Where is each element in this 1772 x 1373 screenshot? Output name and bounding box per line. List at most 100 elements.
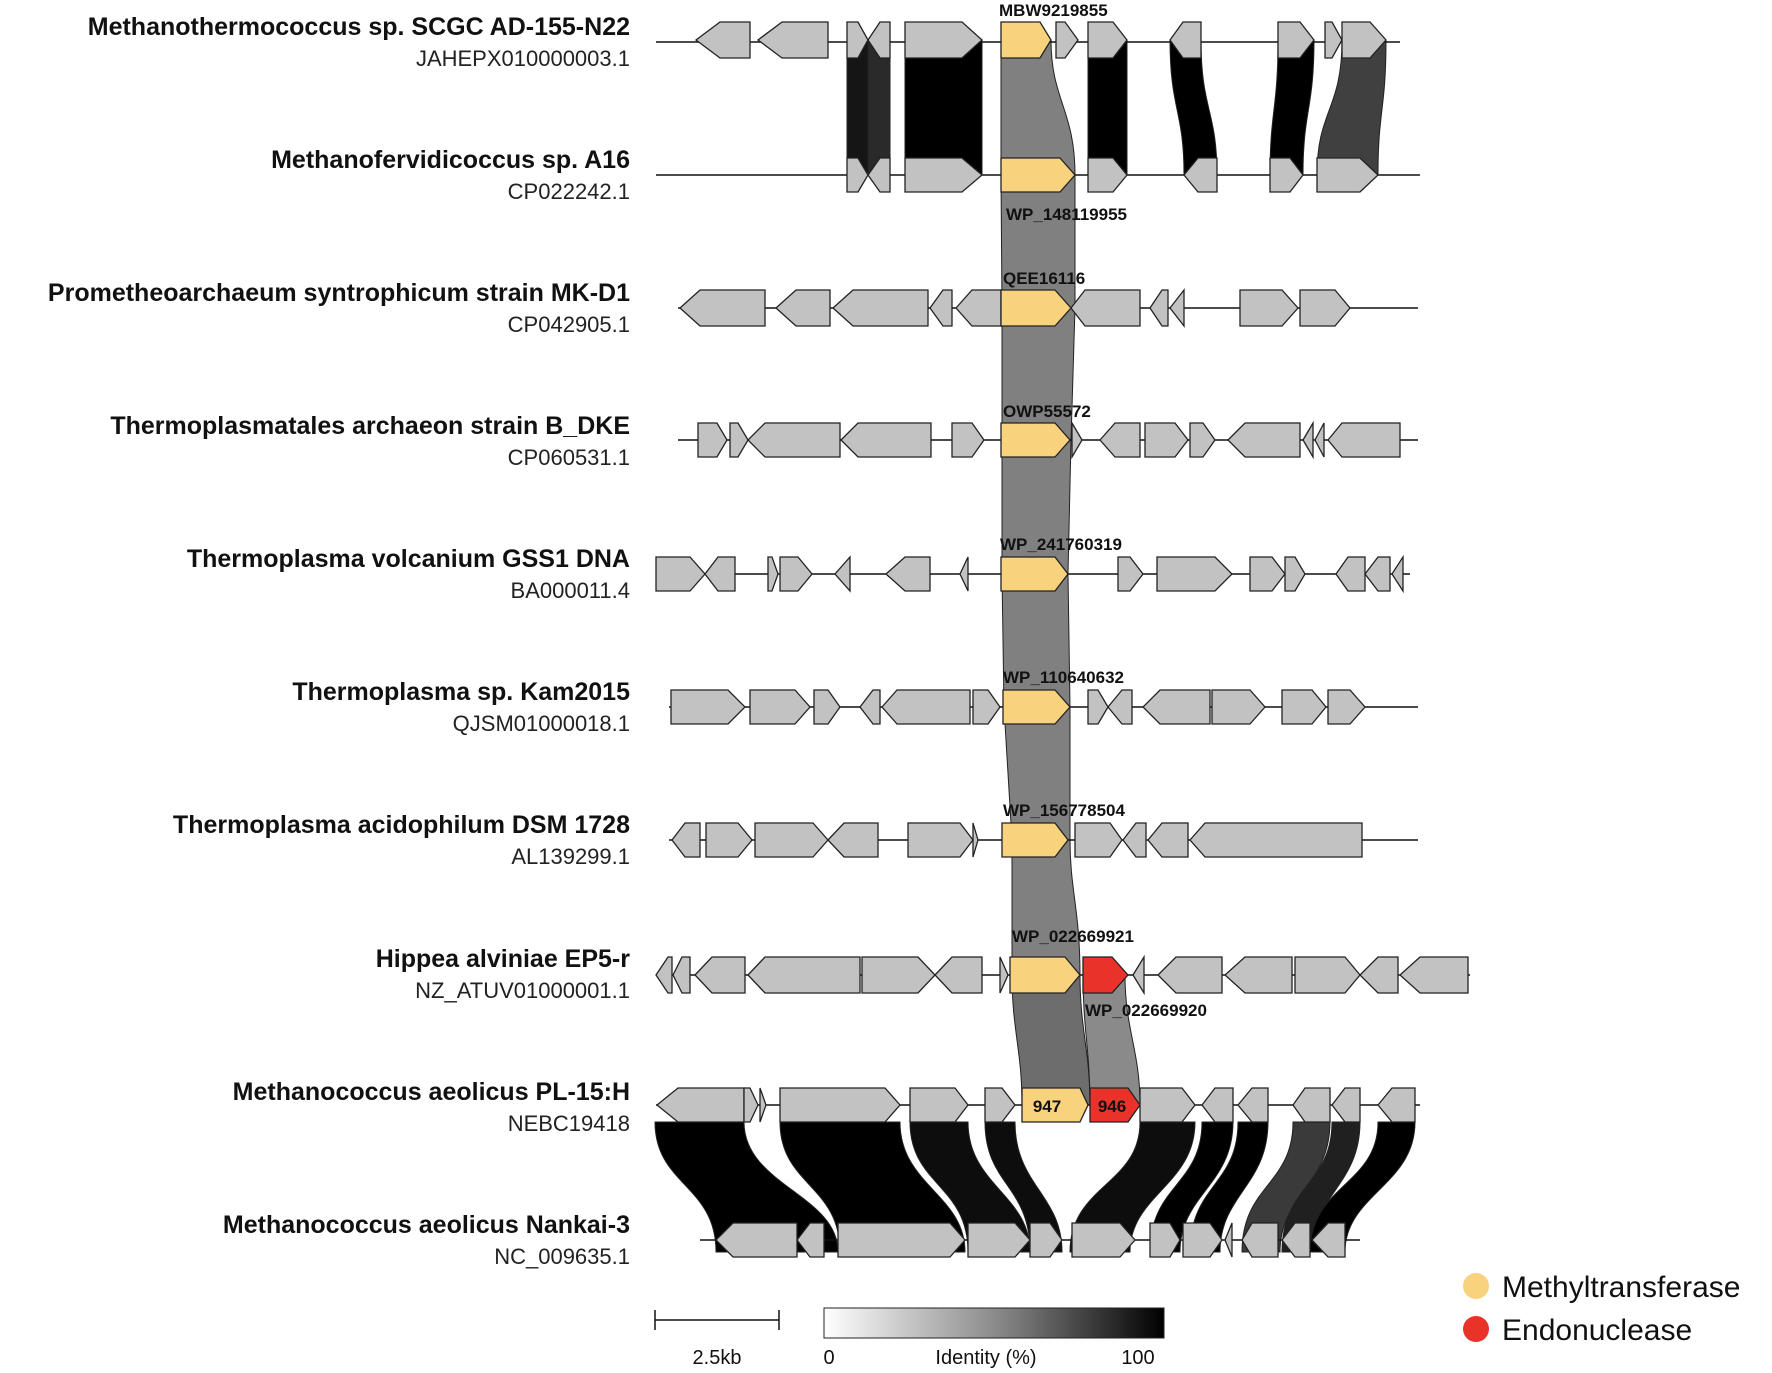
gene-arrow [834, 555, 851, 593]
legend-label-methyltransferase: Methyltransferase [1502, 1271, 1740, 1304]
organism-label: Thermoplasma sp. Kam2015 [292, 678, 630, 706]
gene-arrow [846, 21, 869, 59]
homology-link [846, 39, 869, 176]
gene-arrow [1281, 1222, 1311, 1258]
gene-arrow [859, 689, 881, 725]
gene-arrow [697, 422, 728, 458]
gene-arrow [749, 689, 811, 725]
homology-link [1316, 39, 1387, 176]
gene-arrow [1144, 422, 1189, 458]
gene-arrow [1299, 289, 1351, 327]
gene-arrow [959, 556, 969, 592]
gene-arrow [861, 956, 936, 994]
track-6-genes [670, 689, 1366, 725]
organism-label: Prometheoarchaeum syntrophicum strain MK… [48, 279, 630, 307]
gene-arrow [704, 556, 736, 592]
methyltransferase-gene [1000, 556, 1069, 592]
gene-arrow [1359, 956, 1399, 994]
gene-arrow [1311, 1222, 1346, 1258]
homology-link [1087, 39, 1128, 176]
track-10-genes [715, 1222, 1346, 1258]
gene-arrow [827, 822, 879, 858]
legend: Methyltransferase Endonuclease [1463, 1271, 1740, 1347]
endonuclease-legend-swatch [1463, 1316, 1489, 1342]
endonuclease-gene-946 [1089, 1087, 1141, 1123]
gene-arrow [1169, 21, 1202, 59]
gene-arrow [743, 1087, 759, 1123]
gene-arrow [867, 21, 891, 59]
gene-arrow [1071, 1222, 1136, 1258]
accession-label: CP022242.1 [508, 179, 630, 204]
methyltransferase-legend-swatch [1463, 1273, 1489, 1299]
gene-arrow [929, 289, 953, 327]
accession-label: NC_009635.1 [494, 1244, 630, 1269]
gene-arrow [1302, 420, 1314, 460]
gene-arrow [1087, 689, 1109, 725]
organism-label: Methanofervidicoccus sp. A16 [271, 146, 630, 174]
gene-arrow [1157, 956, 1223, 994]
gene-arrow [1117, 556, 1144, 592]
gene-arrow [1227, 422, 1301, 458]
gene-arrow [655, 956, 673, 994]
organism-label: Methanococcus aeolicus Nankai-3 [223, 1211, 630, 1239]
gene-arrow [705, 822, 753, 858]
gene-arrow [1132, 954, 1145, 996]
gene-arrow [1149, 289, 1169, 327]
methyltransferase-gene-947 [1021, 1087, 1089, 1123]
homology-links [654, 39, 1416, 1253]
gene-label: OWP55572 [1003, 402, 1091, 421]
gene-arrow [1201, 1087, 1234, 1123]
gene-arrow [779, 1087, 901, 1123]
gene-arrow [1055, 21, 1079, 59]
gene-arrow [1292, 1087, 1331, 1123]
gene-inner-label-946: 946 [1098, 1097, 1126, 1116]
gene-arrow [655, 556, 706, 592]
track-1-genes [694, 21, 1387, 59]
gene-arrow [672, 956, 691, 994]
identity-max-label: 100 [1121, 1347, 1154, 1369]
gene-label: WP_110640632 [1003, 668, 1124, 687]
gene-arrow [846, 157, 869, 193]
gene-arrow [1239, 289, 1299, 327]
gene-arrow [1269, 157, 1304, 193]
gene-arrow [1237, 1087, 1269, 1123]
gene-arrow [1139, 1087, 1196, 1123]
identity-title: Identity (%) [935, 1347, 1036, 1369]
track-8-genes [655, 954, 1469, 996]
gene-arrow [1099, 422, 1141, 458]
organism-label: Hippea alviniae EP5-r [376, 945, 631, 973]
methyltransferase-gene [1002, 689, 1071, 725]
methyltransferase-gene [1009, 956, 1081, 994]
gene-label: WP_241760319 [1000, 535, 1122, 554]
gene-arrow [1070, 289, 1141, 327]
gene-arrow [670, 689, 746, 725]
gene-arrow [1169, 288, 1185, 328]
gene-arrow [796, 1222, 825, 1258]
homology-link [867, 39, 891, 176]
gene-arrow [972, 689, 1001, 725]
accession-label: AL139299.1 [511, 844, 630, 869]
accession-label: JAHEPX010000003.1 [416, 46, 630, 71]
gene-arrow [775, 289, 831, 327]
gene-arrow [837, 1222, 966, 1258]
homology-link [1269, 39, 1315, 176]
methyltransferase-gene [1000, 289, 1072, 327]
gene-arrow [679, 289, 766, 327]
accession-label: NEBC19418 [508, 1111, 630, 1136]
gene-arrow [1071, 420, 1083, 460]
gene-arrow [1183, 157, 1218, 193]
identity-min-label: 0 [823, 1347, 834, 1369]
homology-link [1011, 974, 1091, 1106]
gene-arrow [1241, 1222, 1279, 1258]
gene-arrow [1399, 956, 1469, 994]
gene-arrow [779, 556, 813, 592]
gene-arrow [1182, 1222, 1223, 1258]
gene-label: MBW9219855 [999, 1, 1108, 20]
methyltransferase-gene [1000, 21, 1052, 59]
gene-arrow [885, 556, 931, 592]
gene-arrow [1284, 556, 1306, 592]
gene-arrow [907, 822, 974, 858]
gene-arrow [715, 1222, 798, 1258]
gene-arrow [1189, 422, 1216, 458]
gene-inner-label-947: 947 [1033, 1097, 1061, 1116]
